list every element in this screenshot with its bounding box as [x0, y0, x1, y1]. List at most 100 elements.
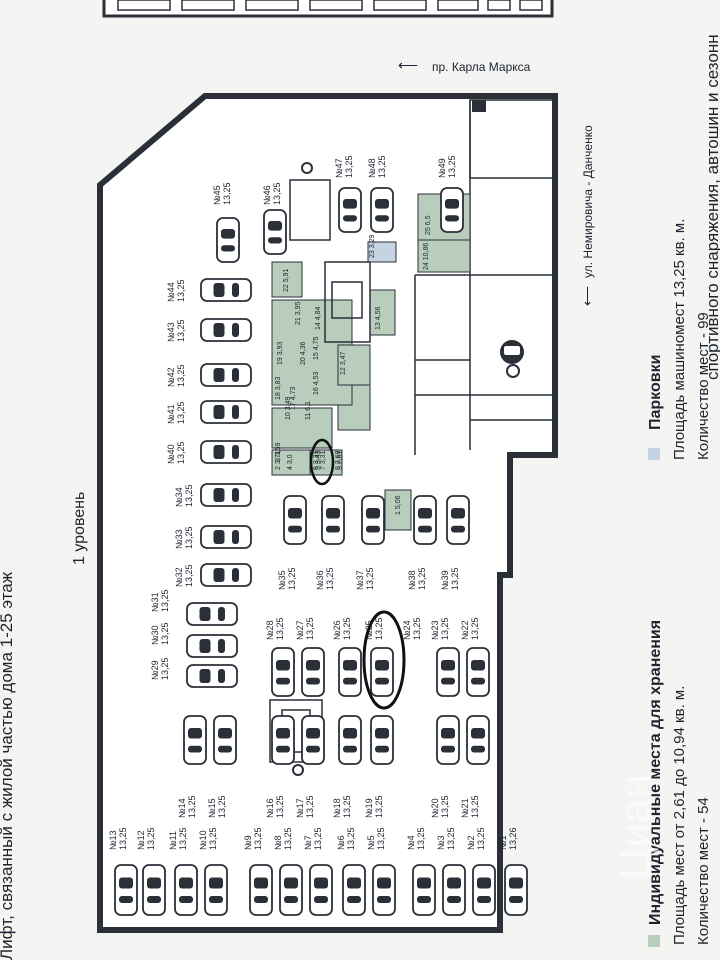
spot-label-№46: №4613,25 [262, 182, 282, 205]
storage-9: 9 2,61 [337, 450, 344, 470]
storage-25: 25 6,5 [425, 215, 432, 235]
car-№25 [370, 647, 394, 697]
spot-label-№37: №3713,25 [355, 567, 375, 590]
spot-label-№13: №1313,25 [108, 827, 128, 850]
car-№18 [338, 715, 362, 765]
spot-label-№28: №2813,25 [265, 617, 285, 640]
storage-5: 5 3,43 [315, 450, 322, 470]
storage-area: Площадь мест от 2,61 до 10,94 кв. м. [671, 686, 688, 945]
car-№22 [466, 647, 490, 697]
storage-1: 1 5,06 [395, 495, 402, 515]
spot-label-№35: №3513,25 [277, 567, 297, 590]
storage-swatch [648, 935, 660, 947]
car-№46 [263, 209, 287, 255]
car-№27 [301, 647, 325, 697]
car-№47 [338, 187, 362, 233]
spot-label-№8: №813,25 [273, 827, 293, 850]
watermark: Циан [611, 774, 660, 880]
right-rooms [414, 99, 556, 455]
car-№6 [342, 864, 366, 916]
storage-17: 17 4,73 [290, 387, 297, 410]
car-№34 [200, 483, 252, 507]
spot-label-№23: №2313,25 [430, 617, 450, 640]
spot-label-№22: №2213,25 [460, 617, 480, 640]
spot-label-№26: №2613,25 [332, 617, 352, 640]
storage-23: 23 3,29 [369, 235, 376, 258]
car-№4 [412, 864, 436, 916]
spot-label-№39: №3913,25 [440, 567, 460, 590]
spot-label-№16: №1613,25 [265, 795, 285, 818]
level-label: 1 уровень [71, 492, 88, 565]
car-№41 [200, 400, 252, 424]
spot-label-№12: №1213,25 [136, 827, 156, 850]
car-№13 [114, 864, 138, 916]
spot-label-№6: №613,25 [336, 827, 356, 850]
car-№7 [309, 864, 333, 916]
street-top: пр. Карла Маркса [432, 60, 531, 74]
car-№26 [338, 647, 362, 697]
car-№33 [200, 525, 252, 549]
spot-label-№4: №413,25 [406, 827, 426, 850]
car-№43 [200, 318, 252, 342]
car-№10 [204, 864, 228, 916]
spot-label-№29: №2913,25 [150, 657, 170, 680]
car-№11 [174, 864, 198, 916]
spot-label-№20: №2013,25 [430, 795, 450, 818]
spot-label-№11: №1113,25 [168, 827, 188, 850]
storage-21: 21 3,95 [295, 302, 302, 325]
spot-label-№18: №1813,25 [332, 795, 352, 818]
storage-18: 18 3,83 [275, 377, 282, 400]
car-№8 [279, 864, 303, 916]
column-black [472, 100, 486, 112]
storage-19: 19 3,93 [277, 342, 284, 365]
car-№35 [283, 495, 307, 545]
car-№48 [370, 187, 394, 233]
spot-label-№36: №3613,25 [315, 567, 335, 590]
storage-count: Количество мест - 54 [695, 797, 712, 945]
spot-label-№44: №4413,25 [166, 279, 186, 302]
spot-label-№19: №1913,25 [364, 795, 384, 818]
car-№14 [183, 715, 207, 765]
spot-label-№14: №1413,25 [177, 795, 197, 818]
spot-label-№15: №1513,25 [207, 795, 227, 818]
spot-label-№9: №913,25 [243, 827, 263, 850]
storage-7: 7 3,31 [320, 450, 327, 470]
street-side: ул. Немировича - Данченко [581, 125, 595, 278]
spot-label-№24: №2413,25 [402, 617, 422, 640]
spot-label-№17: №1713,25 [295, 795, 315, 818]
car-№9 [249, 864, 273, 916]
storage-6: 6 3,31 [313, 450, 320, 470]
legend-storage: Индивидуальные места для хранения Площад… [647, 620, 712, 947]
storage-2: 2 3,71 [275, 450, 282, 470]
spot-label-№40: №4013,25 [166, 441, 186, 464]
spot-label-№32: №3213,25 [174, 564, 194, 587]
car-№16 [271, 715, 295, 765]
storage-3: 3 3,59 [275, 442, 282, 462]
marked-storage-5 [309, 438, 335, 486]
spot-label-№31: №3113,25 [150, 589, 170, 612]
car-№29 [186, 664, 238, 688]
storage-13: 13 4,56 [375, 307, 382, 330]
car-№45 [216, 217, 240, 263]
car-№37 [361, 495, 385, 545]
car-№5 [372, 864, 396, 916]
street-top-arrow: ⟵ [398, 57, 418, 73]
spot-label-№21: №2113,25 [460, 795, 480, 818]
car-№28 [271, 647, 295, 697]
street-side-arrow: ⟵ [579, 286, 595, 306]
car-№21 [466, 715, 490, 765]
storage-10: 10 3,49 [285, 397, 292, 420]
storage-4: 4 3,0 [287, 454, 294, 470]
spot-label-№33: №3313,25 [174, 526, 194, 549]
storage-11: 11 6,1 [305, 401, 312, 420]
car-№36 [321, 495, 345, 545]
car-№31 [186, 602, 238, 626]
storage-24: 24 10,86 [423, 243, 430, 270]
car-№19 [370, 715, 394, 765]
storage-15: 15 4,75 [313, 337, 320, 360]
spot-label-№38: №3813,25 [407, 567, 427, 590]
storage-title: Индивидуальные места для хранения [647, 620, 664, 925]
